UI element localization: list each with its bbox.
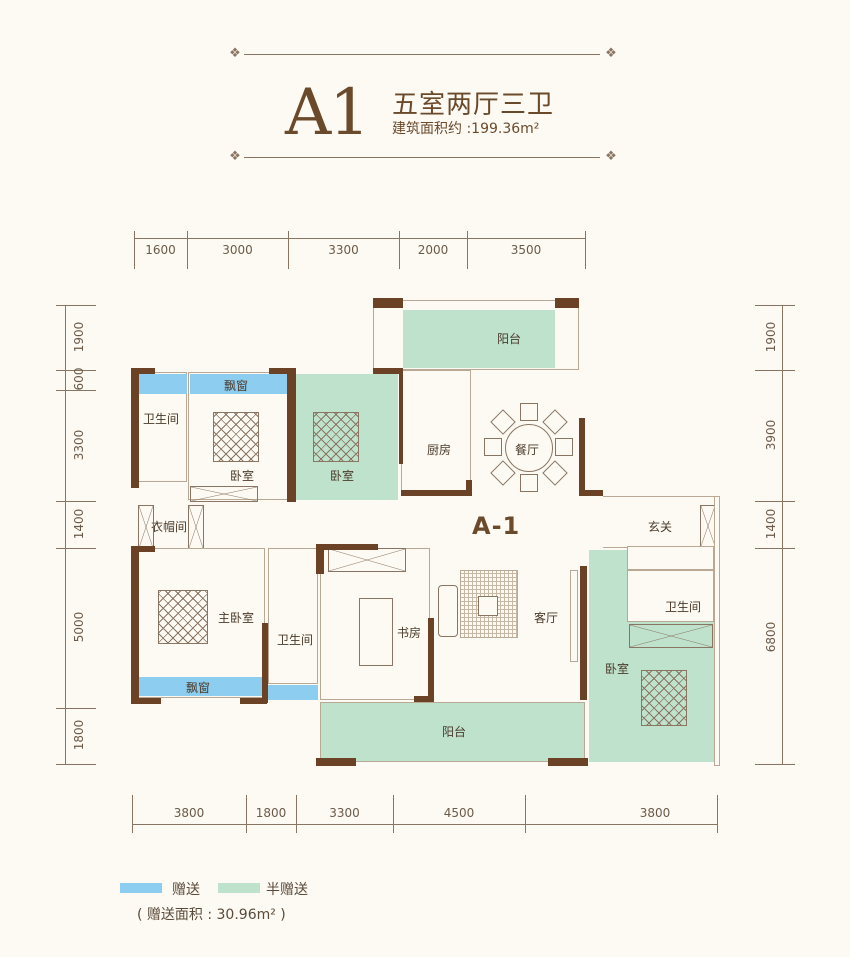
ornament-icon: ❖ (605, 46, 617, 61)
room-label-entry: 玄关 (648, 520, 673, 534)
room-label-master-bedroom: 主卧室 (218, 611, 255, 625)
room-label-bath-middle: 卫生间 (277, 633, 314, 647)
dimension-value: 3000 (222, 243, 253, 257)
dimension-value: 2000 (417, 243, 449, 257)
dimension-value: 3300 (328, 243, 359, 257)
dimension-value: 3300 (329, 806, 360, 820)
dining-table-icon (505, 424, 553, 472)
dimension-value: 1400 (764, 508, 778, 540)
ornament-icon: ❖ (605, 149, 617, 164)
unit-label: A-1 (472, 512, 521, 540)
dimension-value: 4500 (443, 806, 475, 820)
dimension-value: 3500 (510, 243, 542, 257)
dimension-value: 1900 (764, 321, 778, 353)
room-label-living: 客厅 (534, 611, 559, 625)
bay-window-bedroom-1 (190, 374, 288, 394)
bay-window-bath-middle (268, 685, 318, 700)
unit-code: A1 (285, 76, 370, 150)
dimension-value: 1800 (255, 806, 287, 820)
bay-window-master (137, 677, 263, 696)
room-label-bay-window-bottom: 飘窗 (186, 681, 211, 695)
bookshelf-icon (328, 548, 406, 572)
room-label-balcony-top: 阳台 (497, 332, 522, 346)
bath-right (627, 570, 714, 622)
outer-wall-right (714, 496, 720, 766)
wardrobe-icon (138, 505, 154, 549)
legend-label-half-gift: 半赠送 (266, 882, 308, 898)
wardrobe-icon (629, 624, 713, 648)
dimension-value: 6800 (764, 621, 778, 653)
bed-icon (213, 412, 259, 462)
dimension-value: 1900 (72, 321, 86, 353)
dimension-value: 3300 (72, 429, 86, 461)
bed-icon (313, 412, 359, 462)
room-label-kitchen: 厨房 (427, 443, 452, 457)
dimension-value: 3800 (173, 806, 205, 820)
balcony-bottom (320, 702, 585, 762)
sofa-icon (438, 585, 458, 637)
room-label-bay-window-top: 飘窗 (224, 379, 249, 393)
dimension-value: 5000 (72, 611, 86, 643)
room-label-dining: 餐厅 (515, 443, 540, 457)
area-label: 建筑面积约 :199.36m² (392, 121, 540, 137)
layout-title: 五室两厅三卫 (392, 90, 555, 120)
dimension-value: 600 (72, 367, 86, 391)
bath-middle (268, 548, 318, 684)
wardrobe-icon (190, 486, 258, 502)
room-label-bedroom-2: 卧室 (330, 469, 355, 483)
desk-icon (359, 598, 393, 666)
tv-cabinet-icon (570, 570, 578, 662)
room-label-bedroom-1: 卧室 (230, 469, 255, 483)
ornament-icon: ❖ (229, 149, 241, 164)
dimension-value: 1600 (145, 243, 176, 257)
room-label-bedroom-3: 卧室 (605, 662, 630, 676)
legend-swatch-gift (120, 883, 162, 893)
kitchen (401, 370, 471, 496)
dimension-value: 1400 (72, 508, 86, 540)
room-label-bath-left: 卫生间 (143, 412, 180, 426)
wardrobe-icon (188, 505, 204, 549)
bed-icon (158, 590, 208, 644)
room-label-cloakroom: 衣帽间 (151, 520, 188, 534)
legend-swatch-half-gift (218, 883, 260, 893)
room-label-bath-right: 卫生间 (665, 600, 702, 614)
dimension-value: 3900 (764, 419, 778, 451)
dimension-value: 1800 (72, 719, 86, 751)
legend-label-gift: 赠送 (172, 882, 200, 898)
closet-right (627, 546, 714, 570)
room-label-study: 书房 (397, 626, 422, 640)
bed-icon (641, 670, 687, 726)
gift-area-note: ( 赠送面积 : 30.96m² ) (137, 907, 286, 923)
coffee-table-icon (478, 596, 498, 616)
ornament-icon: ❖ (229, 46, 241, 61)
bay-window-bath (137, 374, 187, 394)
balcony-top (403, 310, 555, 368)
dimension-value: 3800 (639, 806, 671, 820)
room-label-balcony-bottom: 阳台 (442, 725, 467, 739)
